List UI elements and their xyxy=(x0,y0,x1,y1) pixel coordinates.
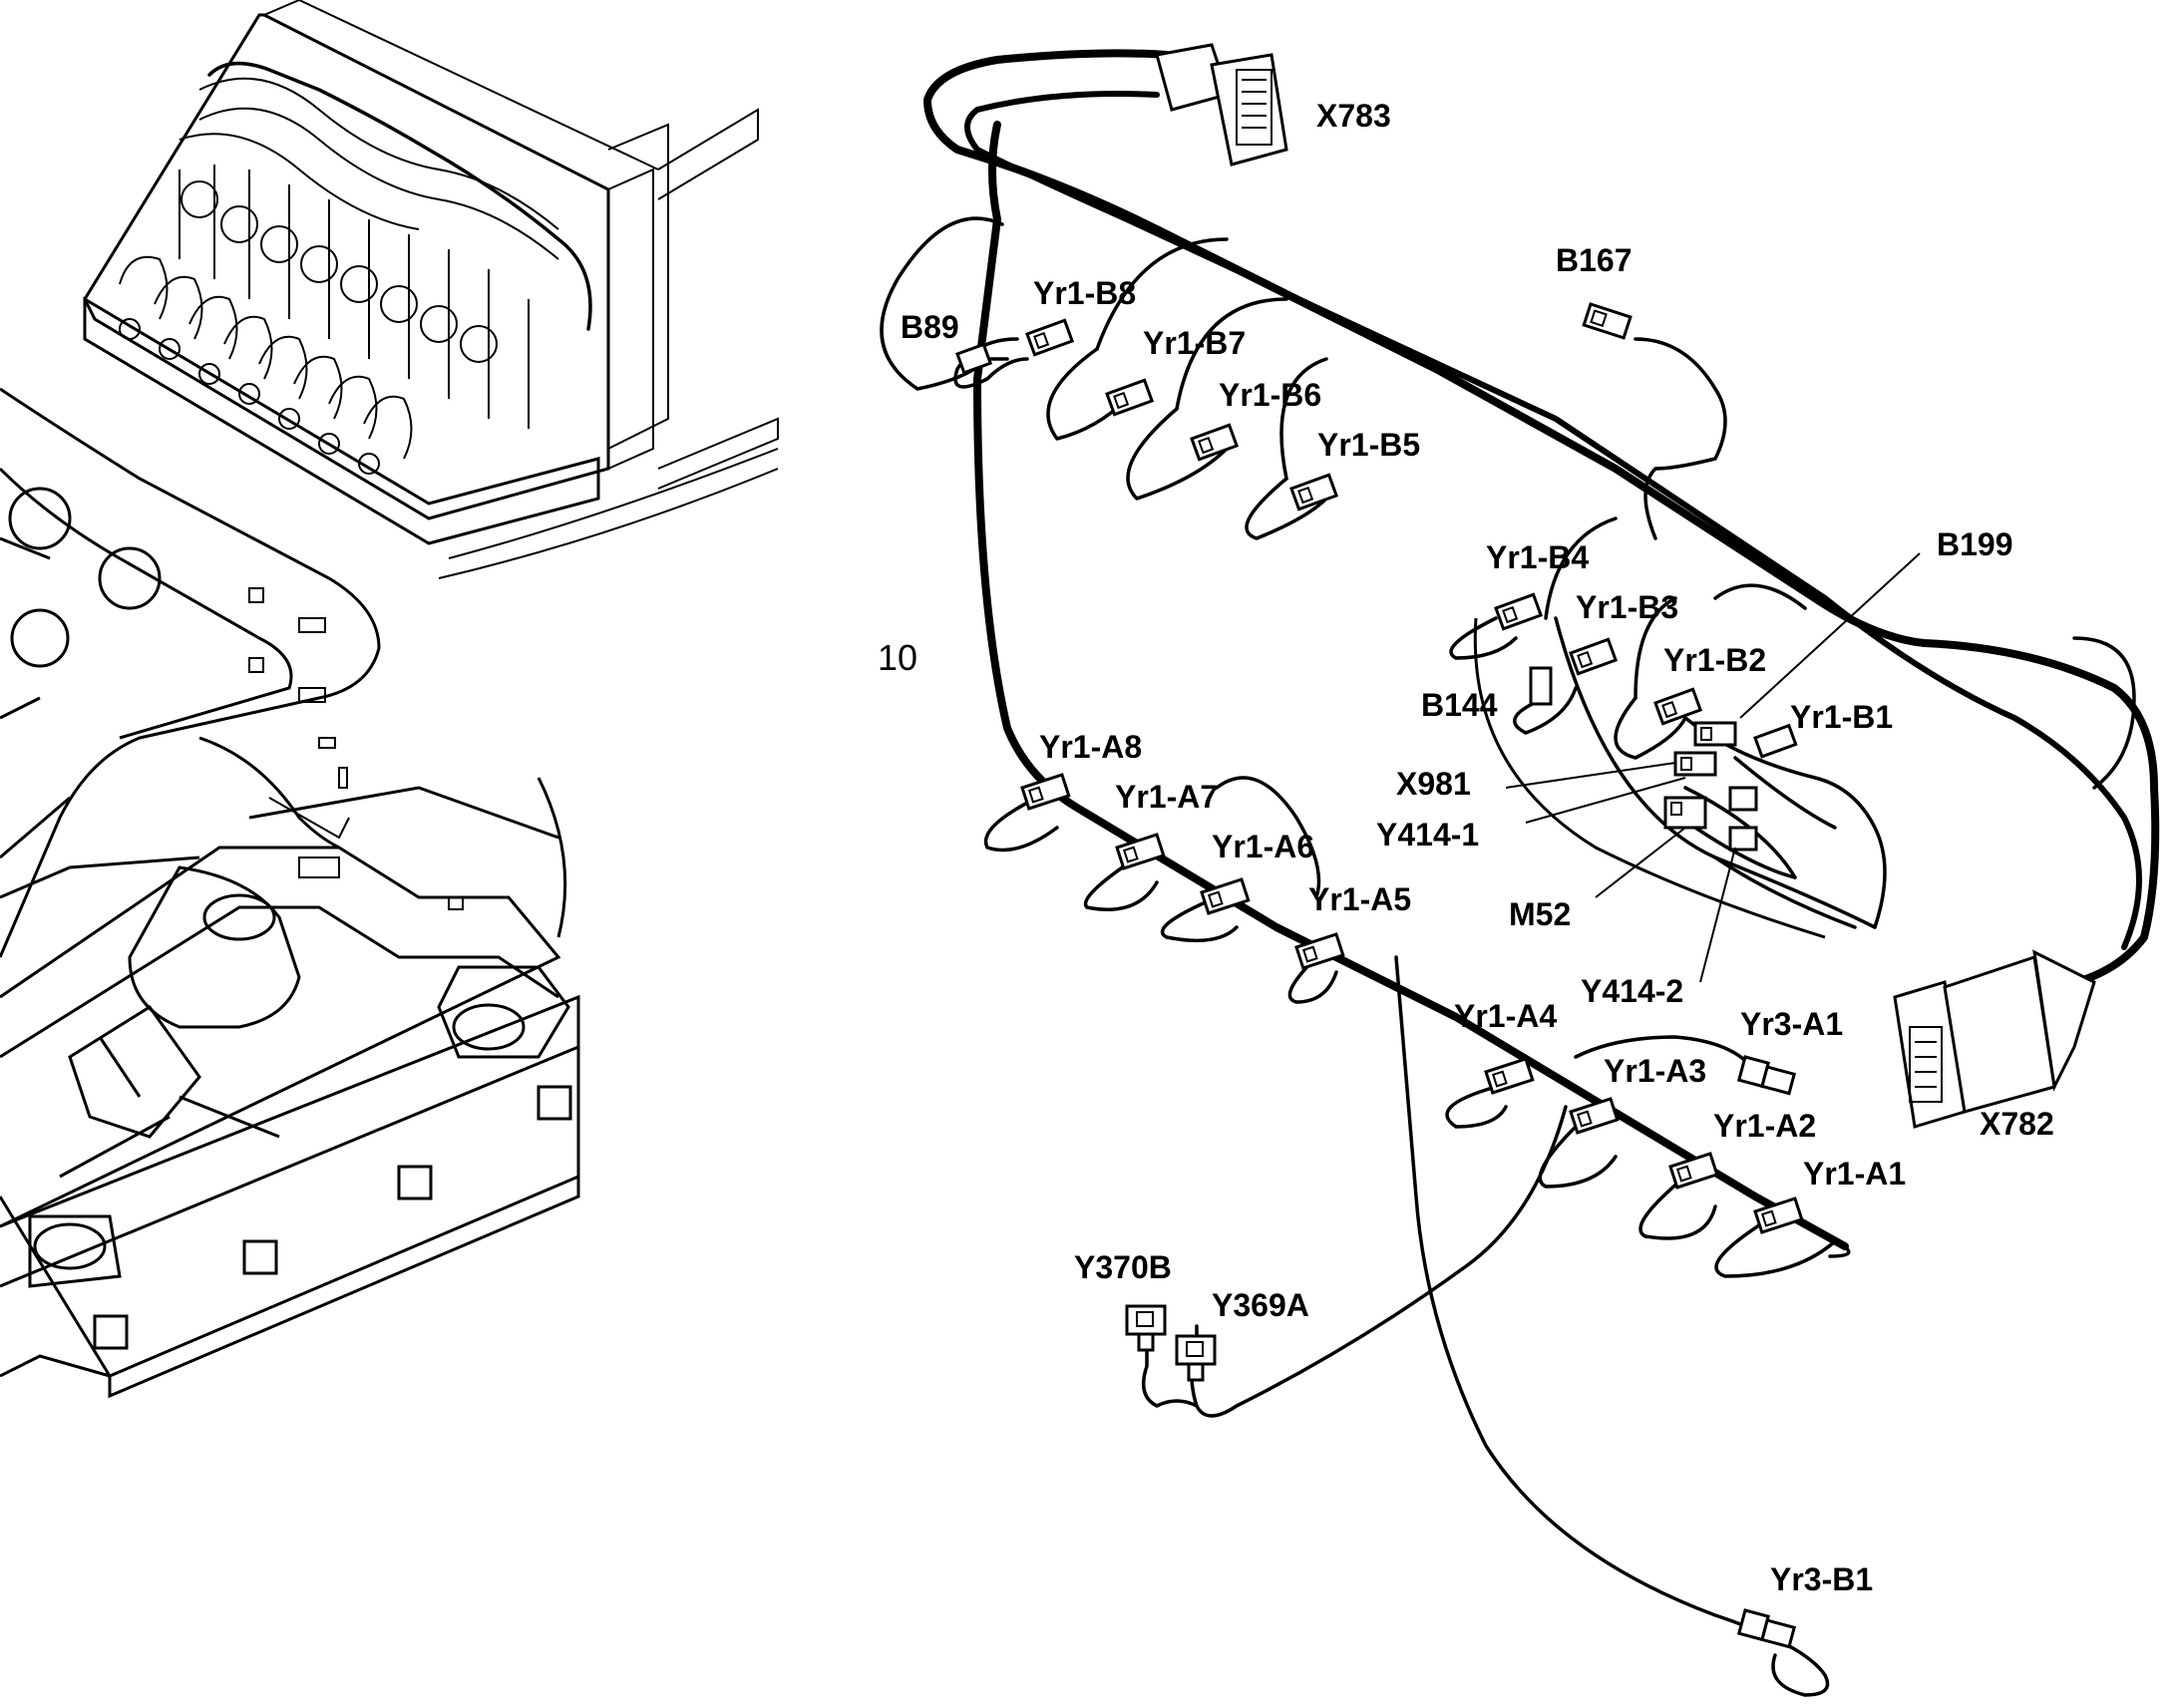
label-y370b: Y370B xyxy=(1074,1249,1172,1285)
label-yr1-a7: Yr1-A7 xyxy=(1115,779,1218,815)
label-x782: X782 xyxy=(1980,1106,2054,1142)
label-y414-1: Y414-1 xyxy=(1376,817,1479,853)
side-rails xyxy=(438,108,779,579)
yr3-b1-wire xyxy=(1394,955,1830,1697)
y414-2-connector xyxy=(1728,826,1758,852)
label-b199: B199 xyxy=(1937,526,2013,562)
label-yr1-a5: Yr1-A5 xyxy=(1308,881,1411,917)
lower-frame xyxy=(0,736,580,1399)
label-yr1-b1: Yr1-B1 xyxy=(1790,699,1893,735)
leader-lines xyxy=(1505,552,1921,983)
label-yr1-a3: Yr1-A3 xyxy=(1604,1053,1706,1089)
yr3-a1-connector xyxy=(1736,1055,1797,1096)
b167-wire xyxy=(1634,337,1727,540)
label-y414-2: Y414-2 xyxy=(1581,973,1683,1009)
x981-connector xyxy=(1673,751,1717,777)
yr1-b3-connector xyxy=(1569,637,1619,676)
machine-frame-overview xyxy=(0,0,779,1399)
yr1-a4-connector xyxy=(1484,1057,1535,1095)
yr1-b7-connector xyxy=(1105,378,1155,417)
yr1-b6-connector xyxy=(1190,423,1240,462)
yr1-a5-connector xyxy=(1294,932,1345,970)
label-yr1-a1: Yr1-A1 xyxy=(1803,1156,1906,1192)
b144-connector xyxy=(1529,666,1553,706)
label-yr1-a8: Yr1-A8 xyxy=(1039,729,1142,765)
b89-connector xyxy=(955,342,993,375)
y370b-y369a-wire xyxy=(1141,1105,1568,1418)
yr1-a3-connector xyxy=(1569,1097,1620,1135)
label-y369a: Y369A xyxy=(1212,1287,1309,1323)
yr1-b2-connector xyxy=(1653,687,1703,726)
label-b167: B167 xyxy=(1556,242,1633,278)
label-yr3-a1: Yr3-A1 xyxy=(1740,1006,1843,1042)
label-x981: X981 xyxy=(1396,766,1471,802)
label-m52: M52 xyxy=(1509,896,1571,932)
yr1-b1-connector xyxy=(1753,723,1798,759)
y414-1-connector xyxy=(1728,786,1758,812)
mount-fittings xyxy=(248,587,464,910)
yr1-a7-connector xyxy=(1115,833,1166,870)
yr3-a1-wire xyxy=(1574,1035,1757,1074)
label-yr1-b6: Yr1-B6 xyxy=(1219,377,1321,413)
label-yr1-b7: Yr1-B7 xyxy=(1143,325,1246,361)
label-yr1-a2: Yr1-A2 xyxy=(1713,1108,1816,1144)
x782-connector xyxy=(1893,949,2096,1129)
label-x783: X783 xyxy=(1316,98,1391,134)
yr1-b4-connector xyxy=(1494,592,1544,631)
labels: 10 X783 B167 B89 Yr1-B8 Yr1-B7 Yr1-B6 Yr… xyxy=(878,98,2054,1597)
yr1-b8-connector xyxy=(1025,318,1075,357)
label-yr1-b3: Yr1-B3 xyxy=(1576,589,1678,625)
connectors xyxy=(955,43,2096,1649)
b199-connector xyxy=(1693,721,1737,747)
b167-connector xyxy=(1582,302,1633,340)
label-b89: B89 xyxy=(901,309,959,345)
boom-link xyxy=(0,387,381,958)
y370b-connector xyxy=(1125,1304,1167,1352)
yr1-b5-connector xyxy=(1289,473,1339,512)
valve-block-assembly xyxy=(83,0,659,545)
label-yr1-a6: Yr1-A6 xyxy=(1212,829,1314,864)
label-yr1-b5: Yr1-B5 xyxy=(1317,427,1420,463)
yr3-b1-connector xyxy=(1736,1608,1797,1649)
x783-connector xyxy=(1155,43,1288,167)
left-trunk xyxy=(973,121,1849,1250)
label-yr1-b8: Yr1-B8 xyxy=(1033,275,1136,311)
label-yr3-b1: Yr3-B1 xyxy=(1770,1561,1873,1597)
x782-loop xyxy=(2072,636,2136,790)
yr1-a1-connector xyxy=(1753,1196,1804,1234)
y369a-connector xyxy=(1175,1334,1217,1382)
under-arc xyxy=(1473,617,1826,939)
index-number: 10 xyxy=(878,637,917,678)
label-yr1-b4: Yr1-B4 xyxy=(1486,539,1589,575)
yr1-a6-connector xyxy=(1200,877,1251,915)
b89-loop xyxy=(880,216,1009,391)
label-yr1-b2: Yr1-B2 xyxy=(1663,642,1766,678)
a-side-branches xyxy=(983,776,1851,1278)
label-b144: B144 xyxy=(1421,687,1498,723)
yr1-a8-connector xyxy=(1020,773,1071,811)
yr1-a2-connector xyxy=(1668,1152,1719,1190)
label-yr1-a4: Yr1-A4 xyxy=(1454,998,1557,1034)
m52-connector xyxy=(1663,796,1707,830)
main-trunk-upper xyxy=(923,49,2160,991)
